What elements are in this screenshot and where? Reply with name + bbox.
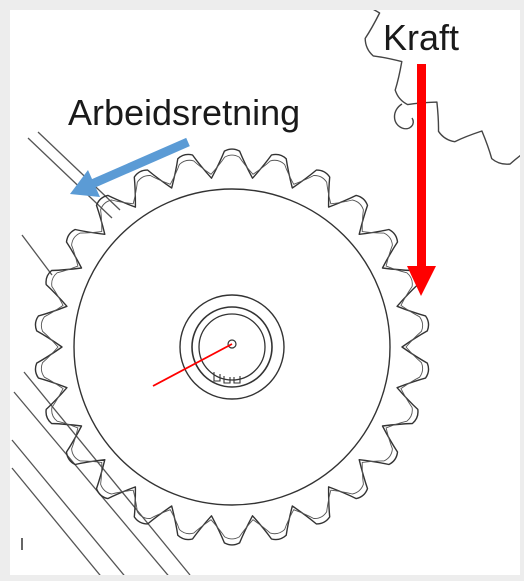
hub-outer [179, 294, 285, 400]
sprocket-teeth-inner-edge [40, 154, 424, 540]
panel-background [10, 10, 520, 575]
working-direction-arrow [70, 137, 190, 197]
hub-spline [213, 372, 241, 384]
hub-bore [198, 313, 266, 381]
main-sprocket [34, 148, 430, 546]
second-sprocket [364, 10, 520, 165]
sprocket-body [73, 188, 391, 506]
force-arrow [407, 64, 436, 296]
sprocket-teeth-outline [34, 148, 430, 546]
center-radius-line [152, 343, 233, 387]
working-direction-label: Arbeidsretning [68, 92, 300, 133]
force-label: Kraft [383, 17, 459, 58]
guide-rail [11, 131, 191, 575]
shaft-center [227, 339, 237, 349]
second-sprocket-hook [393, 103, 414, 130]
hub-ring [191, 306, 273, 388]
